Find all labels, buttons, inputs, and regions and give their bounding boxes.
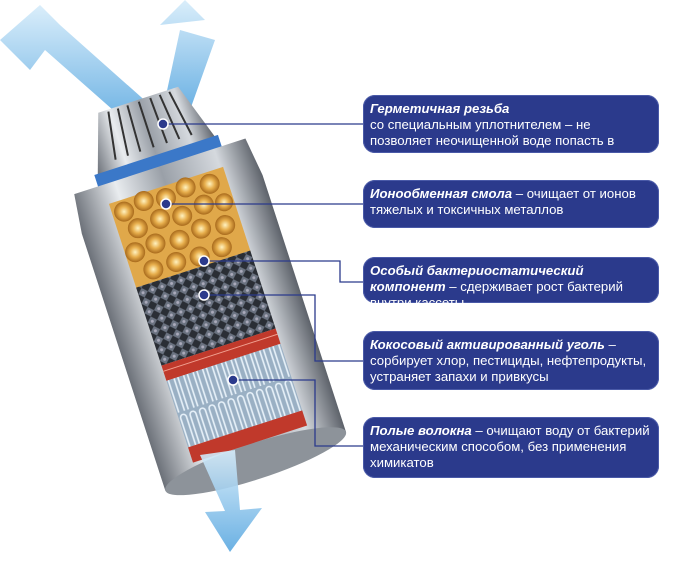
callout-hollow-fibers: Полые волокна – очищают воду от бактерий… — [363, 417, 659, 478]
callout-title: Особый бактериостатический компонент — [370, 263, 584, 294]
callout-title: Герметичная резьба — [370, 101, 510, 116]
callout-text: – очищают воду от бактерий механическим … — [370, 423, 650, 470]
callout-title: Кокосовый активированный уголь — [370, 337, 605, 352]
callout-coconut-carbon: Кокосовый активированный уголь – сорбиру… — [363, 331, 659, 390]
callout-ion-exchange-resin: Ионообменная смола – очищает от ионов тя… — [363, 180, 659, 228]
callout-text: со специальным уплотнителем – не позволя… — [370, 117, 615, 164]
callout-title: Полые волокна — [370, 423, 472, 438]
inflow-arrow-top — [160, 0, 215, 110]
inflow-arrow-left — [0, 5, 150, 125]
callout-text: – очищает от ионов тяжелых и токсичных м… — [370, 186, 636, 217]
connector-lines — [165, 123, 363, 447]
callout-title: Ионообменная смола — [370, 186, 513, 201]
callout-text: – сорбирует хлор, пестициды, нефтепродук… — [370, 337, 647, 384]
callout-bacteriostatic-component: Особый бактериостатический компонент – с… — [363, 257, 659, 310]
callout-sealed-thread: Герметичная резьба со специальным уплотн… — [363, 95, 659, 164]
callout-text: – сдерживает рост бактерий внутри кассет… — [370, 279, 623, 310]
outflow-arrow — [200, 450, 262, 552]
